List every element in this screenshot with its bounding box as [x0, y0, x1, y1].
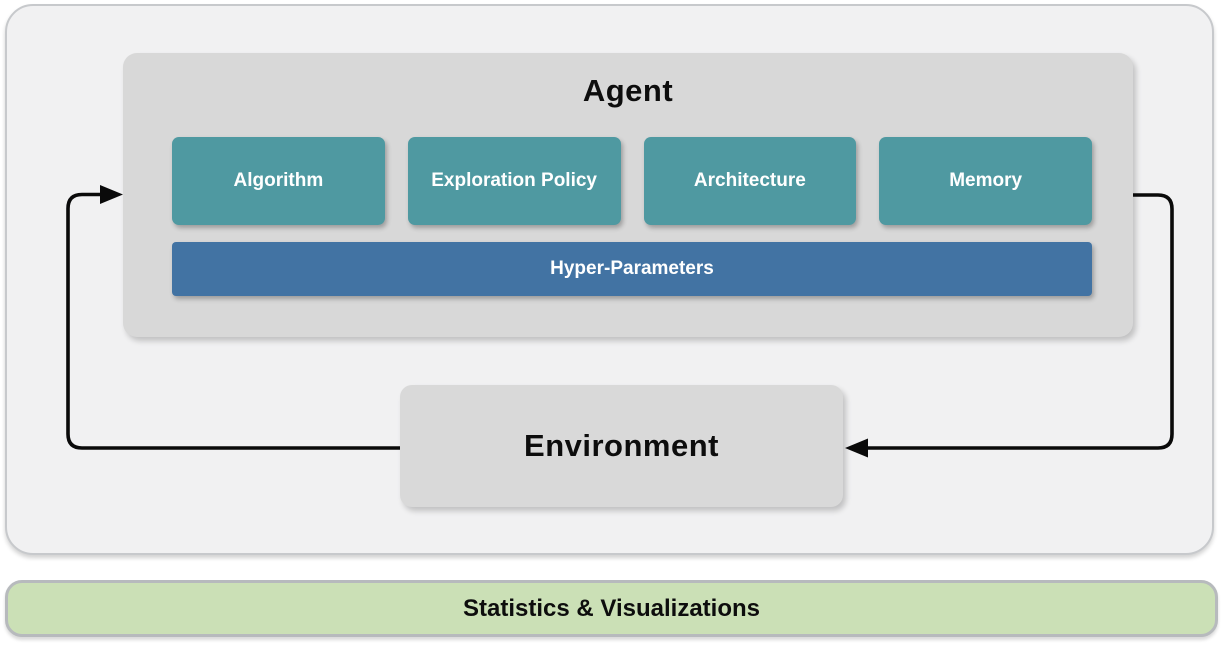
module-memory-label: Memory [949, 170, 1023, 191]
statistics-visualizations-label: Statistics & Visualizations [463, 594, 760, 622]
environment-box: Environment [400, 385, 843, 507]
hyper-parameters-bar: Hyper-Parameters [172, 242, 1092, 296]
statistics-visualizations-bar: Statistics & Visualizations [5, 580, 1218, 637]
environment-title: Environment [524, 428, 719, 463]
hyper-parameters-label: Hyper-Parameters [550, 258, 714, 279]
module-memory: Memory [879, 137, 1092, 225]
agent-box: Agent Algorithm Exploration Policy Archi… [123, 53, 1133, 337]
agent-modules-row: Algorithm Exploration Policy Architectur… [172, 137, 1092, 225]
module-algorithm: Algorithm [172, 137, 385, 225]
module-exploration-policy-label: Exploration Policy [431, 170, 597, 191]
module-algorithm-label: Algorithm [233, 170, 324, 191]
agent-title: Agent [582, 73, 674, 108]
module-architecture-label: Architecture [693, 170, 806, 191]
module-architecture: Architecture [643, 137, 857, 225]
module-exploration-policy: Exploration Policy [407, 137, 621, 225]
